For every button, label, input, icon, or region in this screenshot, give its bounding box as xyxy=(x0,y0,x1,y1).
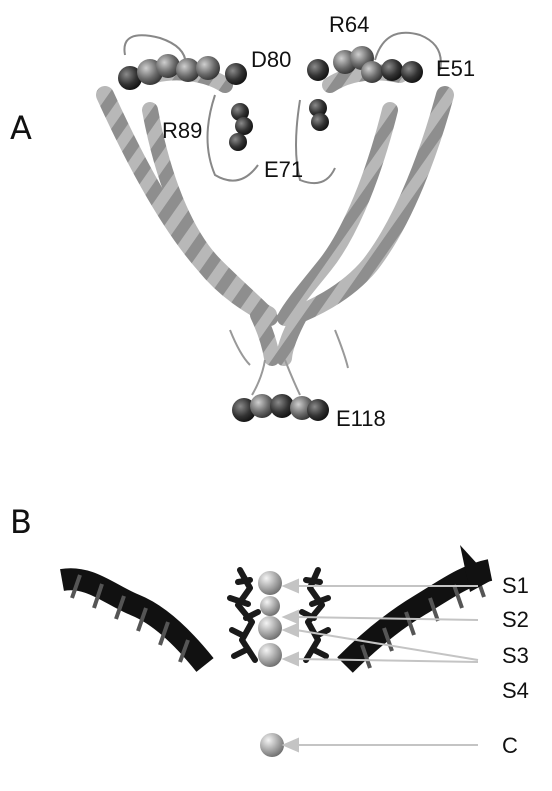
site-label-s3: S3 xyxy=(502,645,529,667)
residue-r89-atoms xyxy=(229,103,253,151)
panel-a-structure xyxy=(105,33,445,422)
ion-s3 xyxy=(258,616,282,640)
residue-label-e71: E71 xyxy=(264,159,303,181)
ion-s2 xyxy=(260,596,280,616)
residue-label-d80: D80 xyxy=(251,49,291,71)
panel-b-structure xyxy=(62,545,492,757)
residue-cluster-right xyxy=(307,46,423,83)
panel-b-label: B xyxy=(10,506,32,538)
stem-left xyxy=(252,360,265,395)
side-chains-left xyxy=(230,570,258,660)
residue-label-r89: R89 xyxy=(162,120,202,142)
stem-right xyxy=(285,360,300,395)
site-label-s4: S4 xyxy=(502,680,529,702)
cavity-label: C xyxy=(502,735,518,757)
ion-s4 xyxy=(258,643,282,667)
site-label-s1: S1 xyxy=(502,575,529,597)
residue-e118-atoms xyxy=(232,394,329,422)
residue-e71-atoms xyxy=(309,99,329,131)
ion-s1 xyxy=(258,571,282,595)
tail-left xyxy=(230,330,250,365)
residue-label-e118: E118 xyxy=(336,408,386,430)
site-label-s2: S2 xyxy=(502,609,529,631)
residue-label-r64: R64 xyxy=(329,14,369,36)
panel-a-label: A xyxy=(10,112,32,144)
tail-right xyxy=(335,330,348,368)
side-chains-right xyxy=(302,570,328,660)
residue-label-e51: E51 xyxy=(436,58,475,80)
ion-cavity xyxy=(260,733,284,757)
